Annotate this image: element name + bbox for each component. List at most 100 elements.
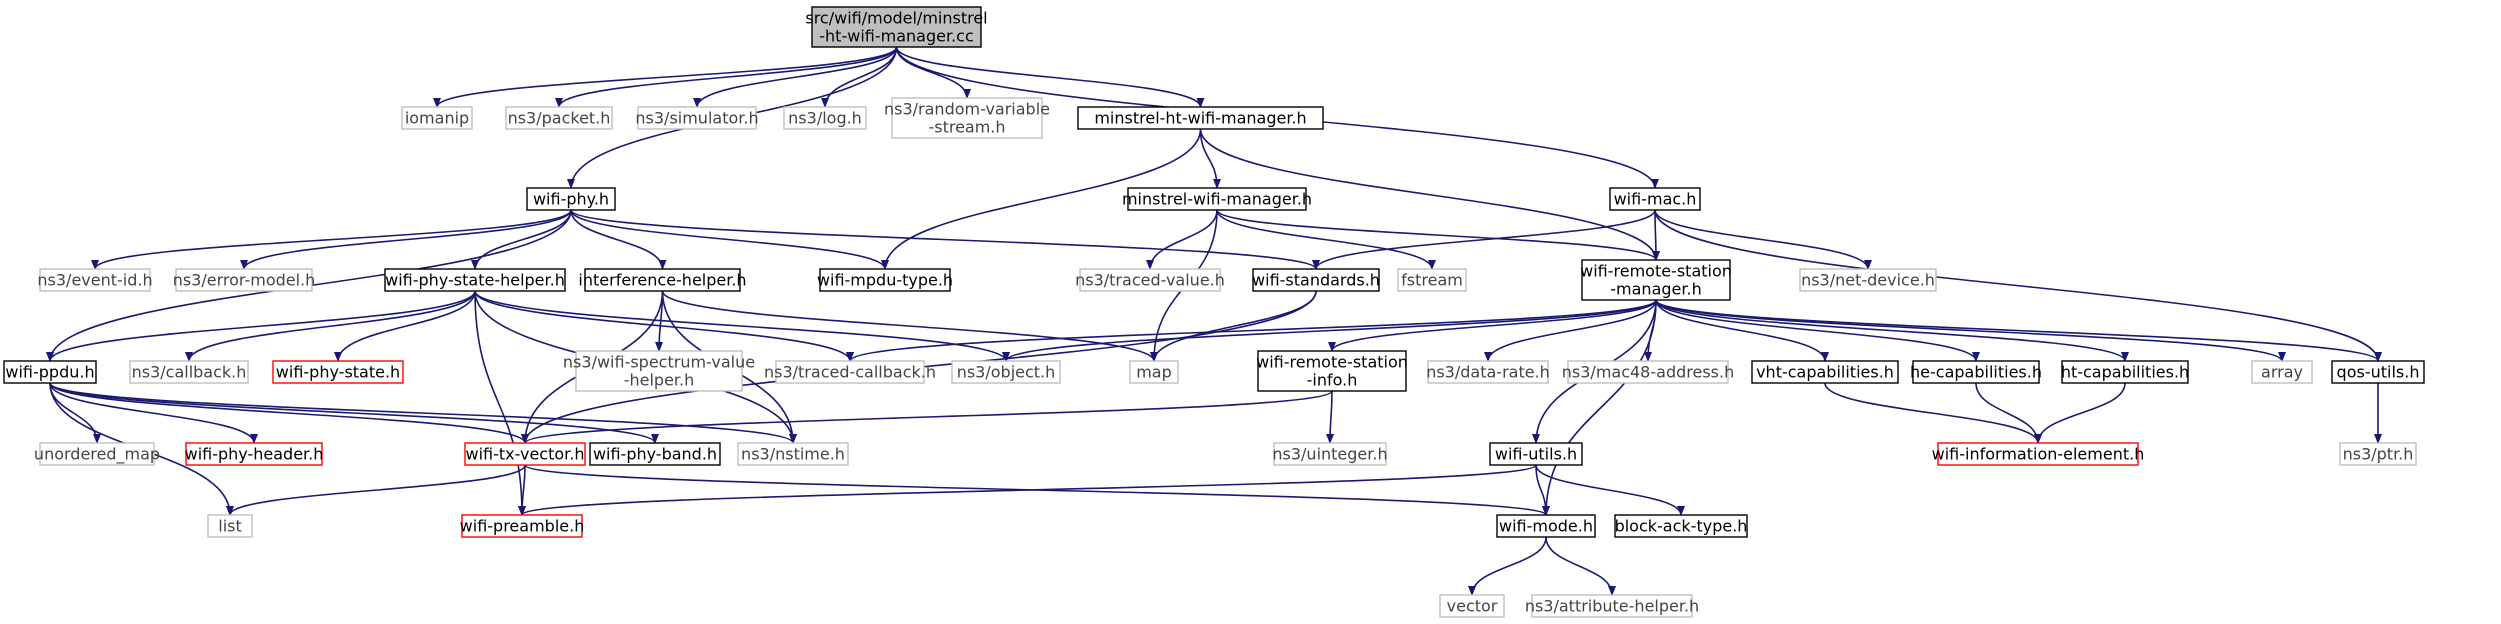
node-label-ht-line-0: ht-capabilities.h <box>2061 363 2189 382</box>
node-box-datarate <box>1427 360 1549 384</box>
edge-wifiphy-to-phystatehelper <box>471 209 572 270</box>
node-label-mwm-line-0: minstrel-wifi-manager.h <box>1122 190 1312 209</box>
node-box-txvector <box>464 442 586 466</box>
node-label-randvar-line-1: -stream.h <box>928 118 1005 137</box>
node-box-iomanip <box>401 106 473 130</box>
node-randvar: ns3/random-variable-stream.h <box>884 97 1050 139</box>
edge-mhwm-to-mpdutype <box>881 128 1202 270</box>
node-box-mpdutype <box>819 268 951 292</box>
node-label-callback-line-0: ns3/callback.h <box>132 363 247 382</box>
node-box-tracedvalue <box>1079 268 1221 292</box>
node-label-root-line-1: -ht-wifi-manager.cc <box>819 27 973 46</box>
edge-ht-to-infoelem <box>2034 382 2126 444</box>
node-txvector[interactable]: wifi-tx-vector.h <box>464 442 586 466</box>
node-ppdu[interactable]: wifi-ppdu.h <box>3 360 97 384</box>
node-wifiutils[interactable]: wifi-utils.h <box>1489 442 1583 466</box>
node-box-wifimode <box>1496 514 1596 538</box>
edge-phystatehelper-to-phystate <box>334 290 476 362</box>
edge-ppdu-to-phyheader <box>49 382 258 444</box>
node-wifimac[interactable]: wifi-mac.h <box>1609 187 1701 211</box>
node-label-simulator-line-0: ns3/simulator.h <box>635 109 758 128</box>
node-label-wifimac-line-0: wifi-mac.h <box>1614 190 1697 209</box>
edge-txvector-to-preamble <box>518 464 527 516</box>
edge-wifimode-to-attrhelper <box>1545 536 1616 596</box>
node-label-rsm-line-1: -manager.h <box>1610 280 1701 299</box>
node-label-he-line-0: he-capabilities.h <box>1910 363 2042 382</box>
node-box-mac48 <box>1567 360 1729 384</box>
node-label-vector-line-0: vector <box>1447 597 1498 616</box>
edge-wifiutils-to-wifimode <box>1535 464 1550 516</box>
node-label-infoelem-line-0: wifi-information-element.h <box>1932 445 2145 464</box>
node-box-object <box>951 360 1061 384</box>
edge-rsm-to-datarate <box>1484 299 1657 362</box>
edge-wifiutils-to-preamble <box>518 464 1537 516</box>
node-box-vht <box>1751 360 1899 384</box>
node-box-vector <box>1439 594 1505 618</box>
edge-rsm-to-vht <box>1655 299 1829 362</box>
node-box-packet <box>505 106 613 130</box>
node-label-eventid-line-0: ns3/event-id.h <box>37 271 152 290</box>
node-mwm[interactable]: minstrel-wifi-manager.h <box>1122 187 1312 211</box>
node-box-spectrum <box>575 350 743 392</box>
node-nstime: ns3/nstime.h <box>737 442 849 466</box>
node-root[interactable]: src/wifi/model/minstrel-ht-wifi-manager.… <box>805 6 988 48</box>
node-infoelem[interactable]: wifi-information-element.h <box>1932 442 2145 466</box>
node-phyband[interactable]: wifi-phy-band.h <box>589 442 721 466</box>
node-log: ns3/log.h <box>783 106 867 130</box>
edge-phystatehelper-to-ppdu <box>46 290 476 362</box>
node-object: ns3/object.h <box>951 360 1061 384</box>
node-label-fstream-line-0: fstream <box>1401 271 1463 290</box>
node-rsm[interactable]: wifi-remote-station-manager.h <box>1580 259 1732 301</box>
node-phyheader[interactable]: wifi-phy-header.h <box>185 442 324 466</box>
node-label-preamble-line-0: wifi-preamble.h <box>460 517 585 536</box>
node-standards[interactable]: wifi-standards.h <box>1252 268 1380 292</box>
node-box-wifimac <box>1609 187 1701 211</box>
node-label-packet-line-0: ns3/packet.h <box>508 109 611 128</box>
edge-root-to-packet <box>555 46 898 108</box>
node-packet: ns3/packet.h <box>505 106 613 130</box>
edge-rsinfo-to-txvector <box>521 390 1333 444</box>
node-label-rsinfo-line-1: -info.h <box>1307 371 1358 390</box>
node-rsinfo[interactable]: wifi-remote-station-info.h <box>1256 350 1408 392</box>
node-iomanip: iomanip <box>401 106 473 130</box>
nodes-layer: src/wifi/model/minstrel-ht-wifi-manager.… <box>3 6 2425 618</box>
node-mhwm[interactable]: minstrel-ht-wifi-manager.h <box>1077 106 1324 130</box>
node-label-array-line-0: array <box>2261 363 2303 382</box>
node-phystate[interactable]: wifi-phy-state.h <box>272 360 404 384</box>
node-box-infoelem <box>1937 442 2139 466</box>
node-label-mac48-line-0: ns3/mac48-address.h <box>1562 363 1734 382</box>
node-box-mwm <box>1127 187 1307 211</box>
node-interference[interactable]: interference-helper.h <box>578 268 747 292</box>
node-label-standards-line-0: wifi-standards.h <box>1252 271 1380 290</box>
node-box-array <box>2251 360 2313 384</box>
edge-wifimac-to-rsm <box>1651 209 1660 261</box>
node-phystatehelper[interactable]: wifi-phy-state-helper.h <box>384 268 566 292</box>
node-label-list-line-0: list <box>218 517 242 536</box>
node-label-mhwm-line-0: minstrel-ht-wifi-manager.h <box>1094 109 1306 128</box>
node-mpdutype[interactable]: wifi-mpdu-type.h <box>817 268 953 292</box>
node-wifiphy[interactable]: wifi-phy.h <box>526 187 616 211</box>
node-label-wifimode-line-0: wifi-mode.h <box>1499 517 1593 536</box>
node-ht[interactable]: ht-capabilities.h <box>2061 360 2189 384</box>
node-vht[interactable]: vht-capabilities.h <box>1751 360 1899 384</box>
node-box-attrhelper <box>1531 594 1693 618</box>
node-qos[interactable]: qos-utils.h <box>2331 360 2425 384</box>
edge-wifiphy-to-mpdutype <box>570 209 889 270</box>
node-he[interactable]: he-capabilities.h <box>1910 360 2042 384</box>
node-box-eventid <box>39 268 151 292</box>
node-label-nstime-line-0: ns3/nstime.h <box>741 445 845 464</box>
edge-root-to-iomanip <box>433 46 898 108</box>
node-label-phyheader-line-0: wifi-phy-header.h <box>185 445 324 464</box>
edge-wifimac-to-standards <box>1312 209 1656 270</box>
node-callback: ns3/callback.h <box>129 360 249 384</box>
node-preamble[interactable]: wifi-preamble.h <box>460 514 585 538</box>
node-box-wifiphy <box>526 187 616 211</box>
node-box-ht <box>2061 360 2189 384</box>
node-wifimode[interactable]: wifi-mode.h <box>1496 514 1596 538</box>
node-blockack[interactable]: block-ack-type.h <box>1614 514 1748 538</box>
node-label-unorderedmap-line-0: unordered_map <box>34 445 160 465</box>
node-uinteger: ns3/uinteger.h <box>1272 442 1388 466</box>
edge-root-to-mhwm <box>895 46 1205 108</box>
edge-rsm-to-rsinfo <box>1328 299 1657 352</box>
